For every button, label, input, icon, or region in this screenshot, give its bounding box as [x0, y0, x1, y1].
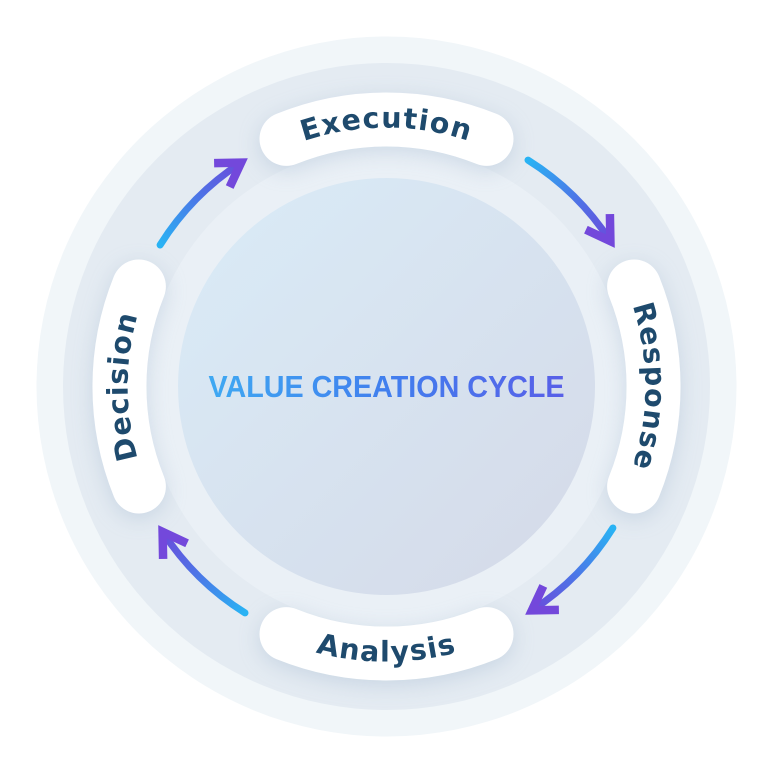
arrow-response-to-analysis [525, 524, 617, 615]
arrowhead-icon [584, 214, 615, 248]
arrow-curve [528, 524, 617, 614]
cycle-title: VALUE CREATION CYCLE [209, 369, 565, 404]
arrow-analysis-to-decision [158, 525, 249, 617]
arrow-decision-to-execution [156, 158, 248, 249]
arrowhead-icon [214, 158, 248, 189]
stage-pills [92, 92, 681, 681]
arrow-execution-to-response [524, 156, 615, 248]
stage-pill-analysis [259, 607, 514, 681]
stage-pill-response [607, 259, 681, 514]
arrowhead-icon [525, 584, 559, 615]
arrow-curve [159, 528, 249, 617]
arrow-curve [156, 159, 245, 249]
stage-pill-execution [259, 92, 514, 166]
arrowhead-icon [158, 525, 189, 559]
stage-pill-decision [92, 259, 166, 514]
center-circle [178, 178, 595, 595]
arrow-curve [524, 156, 614, 245]
